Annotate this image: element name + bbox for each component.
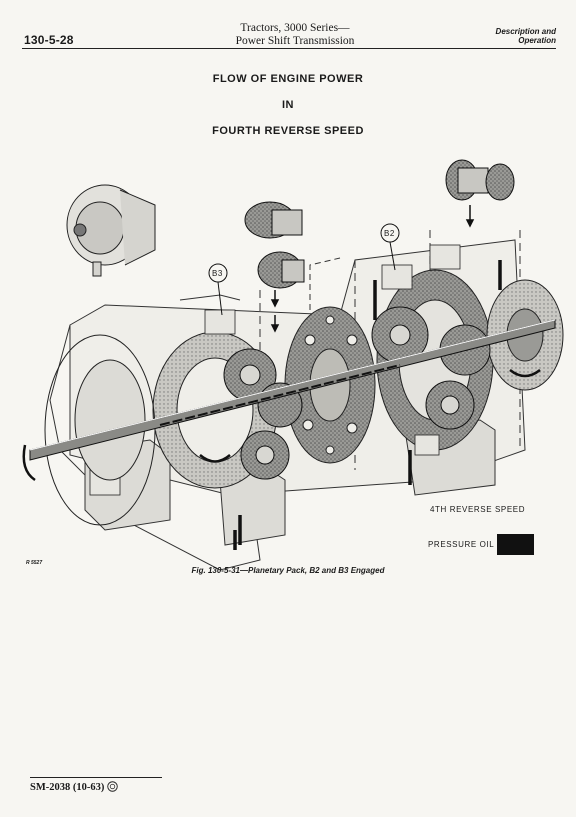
section-label-line1: Description and bbox=[495, 27, 556, 36]
pressure-oil-lines bbox=[233, 260, 502, 550]
exploded-gear-left bbox=[244, 201, 305, 289]
figure-caption: Fig. 130-5-31—Planetary Pack, B2 and B3 … bbox=[191, 566, 385, 575]
footer: SM-2038 (10-63) bbox=[30, 781, 118, 793]
page-number: 130-5-28 bbox=[24, 33, 74, 47]
exploded-arrows-right bbox=[465, 205, 475, 228]
callout-b3: B3 bbox=[212, 269, 223, 278]
header-rule bbox=[22, 48, 556, 49]
rotation-arrows bbox=[22, 368, 541, 482]
heading-line2: IN bbox=[282, 99, 294, 111]
callout-b2: B2 bbox=[384, 229, 395, 238]
figure-ref-number: R 5527 bbox=[26, 560, 43, 566]
main-shaft bbox=[29, 319, 556, 461]
heading-line1: FLOW OF ENGINE POWER bbox=[212, 73, 364, 85]
transmission-cutaway-illustration bbox=[22, 159, 564, 571]
legend-label: PRESSURE OIL bbox=[428, 540, 495, 549]
section-label: Description and Operation bbox=[496, 27, 556, 45]
running-title: Tractors, 3000 Series— Power Shift Trans… bbox=[170, 22, 420, 48]
center-drum bbox=[284, 306, 376, 464]
footer-text: SM-2038 (10-63) bbox=[30, 782, 105, 793]
running-title-line2: Power Shift Transmission bbox=[235, 35, 355, 47]
footer-rule bbox=[30, 777, 162, 778]
running-title-line1: Tractors, 3000 Series— bbox=[240, 22, 350, 34]
exploded-arrows-left bbox=[270, 290, 280, 333]
callout-circles bbox=[208, 223, 400, 316]
speed-label: 4TH REVERSE SPEED bbox=[430, 505, 526, 514]
section-label-line2: Operation bbox=[518, 36, 556, 45]
exploded-gear-right bbox=[445, 159, 515, 201]
alternator-inset bbox=[66, 184, 156, 277]
heading-line3: FOURTH REVERSE SPEED bbox=[212, 125, 364, 137]
input-housing bbox=[44, 334, 156, 526]
legend-swatch bbox=[497, 534, 534, 555]
union-label-icon bbox=[107, 781, 118, 792]
